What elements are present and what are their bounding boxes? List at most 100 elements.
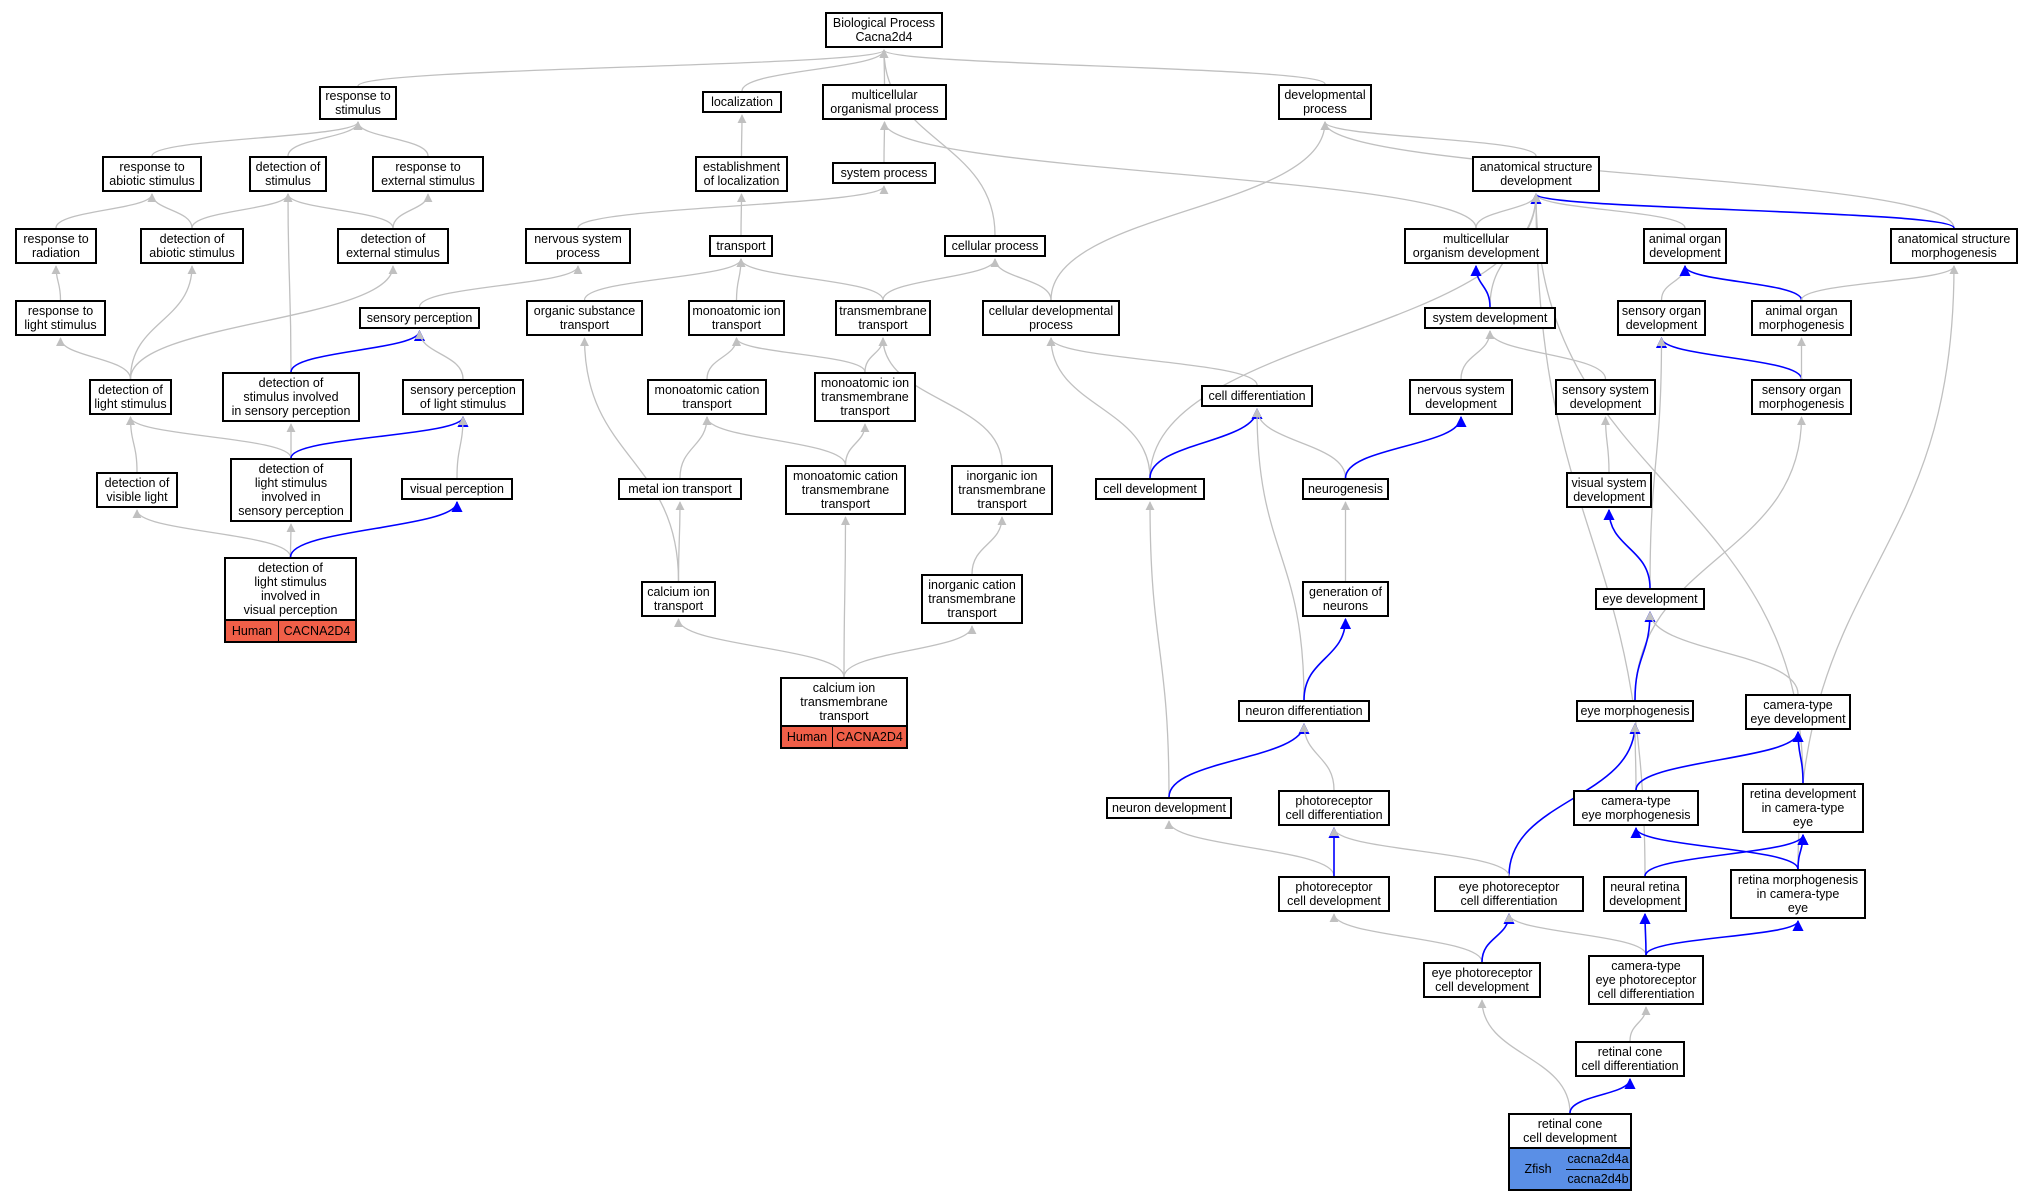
node-detection-of-stimulus-sensory-perception[interactable]: detection of stimulus involved in sensor… — [222, 372, 360, 422]
node-animal-organ-development[interactable]: animal organ development — [1643, 228, 1727, 264]
node-detection-of-visible-light[interactable]: detection of visible light — [96, 472, 178, 508]
node-detection-of-stimulus[interactable]: detection of stimulus — [249, 156, 327, 192]
node-detection-of-light-stimulus-sensory-perception[interactable]: detection of light stimulus involved in … — [230, 458, 352, 522]
node-developmental-process[interactable]: developmental process — [1278, 84, 1372, 120]
node-system-process[interactable]: system process — [832, 162, 936, 184]
node-photoreceptor-cell-development[interactable]: photoreceptor cell development — [1278, 876, 1390, 912]
edge-mod-to-mop — [880, 121, 1477, 229]
node-neuron-development[interactable]: neuron development — [1106, 797, 1232, 819]
gene-label[interactable]: CACNA2D4 — [832, 727, 906, 747]
node-detection-of-light-stimulus-visual-perception[interactable]: detection of light stimulus involved in … — [224, 557, 357, 621]
gene-table-calcium-ion-transmembrane-transport: Human CACNA2D4 — [780, 727, 908, 749]
node-anatomical-structure-morphogenesis[interactable]: anatomical structure morphogenesis — [1890, 228, 2018, 264]
node-neuron-differentiation[interactable]: neuron differentiation — [1238, 700, 1370, 722]
edge-pcd-to-neuron_diff — [1299, 723, 1335, 791]
edge-det_ext-to-resp_ext — [392, 193, 433, 229]
edge-ep_dev-to-epcd — [1481, 912, 1515, 963]
node-transmembrane-transport[interactable]: transmembrane transport — [835, 300, 931, 336]
node-camera-type-eye-development[interactable]: camera-type eye development — [1745, 694, 1851, 730]
node-sensory-organ-morphogenesis[interactable]: sensory organ morphogenesis — [1751, 379, 1852, 415]
gene-column: cacna2d4a cacna2d4b — [1566, 1149, 1630, 1189]
edge-rmcte-to-rdcte — [1797, 833, 1809, 870]
node-sensory-perception[interactable]: sensory perception — [359, 307, 480, 329]
node-visual-perception[interactable]: visual perception — [401, 478, 513, 500]
node-camera-type-eye-photoreceptor-cell-differentiation[interactable]: camera-type eye photoreceptor cell diffe… — [1588, 955, 1704, 1005]
node-transport[interactable]: transport — [709, 235, 773, 257]
node-detection-of-abiotic-stimulus[interactable]: detection of abiotic stimulus — [140, 228, 244, 264]
node-retina-development-in-camera-type-eye[interactable]: retina development in camera-type eye — [1742, 783, 1864, 833]
edge-mct-to-mit — [706, 337, 742, 380]
edge-calcium_it-to-metal_it — [675, 501, 685, 582]
node-eye-development[interactable]: eye development — [1595, 588, 1705, 610]
node-response-to-stimulus[interactable]: response to stimulus — [319, 86, 397, 120]
node-metal-ion-transport[interactable]: metal ion transport — [618, 478, 742, 500]
node-localization[interactable]: localization — [702, 91, 782, 113]
node-neurogenesis[interactable]: neurogenesis — [1302, 478, 1389, 500]
node-eye-photoreceptor-cell-differentiation[interactable]: eye photoreceptor cell differentiation — [1434, 876, 1584, 912]
gene-label[interactable]: cacna2d4b — [1566, 1168, 1630, 1189]
node-detection-of-light-stimulus[interactable]: detection of light stimulus — [89, 379, 172, 415]
node-calcium-ion-transmembrane-transport[interactable]: calcium ion transmembrane transport — [780, 677, 908, 727]
edge-det_abiotic-to-resp_abiotic — [147, 193, 193, 229]
edge-asm-to-dev_proc — [1320, 121, 1955, 229]
edge-rccd-to-ctepcd — [1629, 1006, 1651, 1042]
node-nervous-system-process[interactable]: nervous system process — [525, 228, 631, 264]
node-retinal-cone-cell-differentiation[interactable]: retinal cone cell differentiation — [1575, 1041, 1685, 1077]
node-biological-process[interactable]: Biological Process Cacna2d4 — [825, 12, 943, 48]
node-nervous-system-development[interactable]: nervous system development — [1409, 379, 1513, 415]
edge-rmcte-to-asm — [1797, 265, 1959, 870]
node-camera-type-eye-morphogenesis[interactable]: camera-type eye morphogenesis — [1573, 790, 1699, 826]
node-photoreceptor-cell-differentiation[interactable]: photoreceptor cell differentiation — [1278, 790, 1390, 826]
node-cell-development[interactable]: cell development — [1095, 478, 1205, 500]
edge-ctepcd-to-epcd — [1504, 913, 1647, 956]
node-generation-of-neurons[interactable]: generation of neurons — [1302, 581, 1389, 617]
node-organic-substance-transport[interactable]: organic substance transport — [526, 300, 643, 336]
species-label: Human — [226, 621, 278, 641]
node-visual-system-development[interactable]: visual system development — [1566, 472, 1652, 508]
node-response-to-abiotic-stimulus[interactable]: response to abiotic stimulus — [102, 156, 202, 192]
node-multicellular-organism-development[interactable]: multicellular organism development — [1404, 228, 1548, 264]
node-monoatomic-ion-transport[interactable]: monoatomic ion transport — [688, 300, 785, 336]
node-calcium-ion-transport[interactable]: calcium ion transport — [641, 581, 716, 617]
node-sensory-system-development[interactable]: sensory system development — [1555, 379, 1656, 415]
node-inorganic-ion-transmembrane-transport[interactable]: inorganic ion transmembrane transport — [951, 465, 1053, 515]
node-sensory-organ-development[interactable]: sensory organ development — [1617, 300, 1706, 336]
gene-label[interactable]: CACNA2D4 — [278, 621, 355, 641]
node-monoatomic-cation-transport[interactable]: monoatomic cation transport — [647, 379, 767, 415]
node-response-to-external-stimulus[interactable]: response to external stimulus — [372, 156, 484, 192]
node-cellular-process[interactable]: cellular process — [944, 235, 1046, 257]
node-multicellular-organismal-process[interactable]: multicellular organismal process — [822, 84, 947, 120]
node-response-to-radiation[interactable]: response to radiation — [15, 228, 97, 264]
node-inorganic-cation-transmembrane-transport[interactable]: inorganic cation transmembrane transport — [921, 574, 1023, 624]
edge-caitt-to-calcium_it — [673, 618, 845, 678]
node-monoatomic-ion-transmembrane-transport[interactable]: monoatomic ion transmembrane transport — [814, 372, 916, 422]
node-animal-organ-morphogenesis[interactable]: animal organ morphogenesis — [1751, 300, 1852, 336]
edge-epcd-to-eye_morph — [1508, 722, 1641, 877]
node-neural-retina-development[interactable]: neural retina development — [1603, 876, 1687, 912]
edge-neurogenesis-to-nsd — [1344, 415, 1467, 479]
edge-det_light-to-det_abiotic — [129, 265, 197, 380]
node-response-to-light-stimulus[interactable]: response to light stimulus — [15, 300, 106, 336]
edge-neuron_diff-to-gen_neurons — [1303, 617, 1352, 701]
node-eye-photoreceptor-cell-development[interactable]: eye photoreceptor cell development — [1423, 962, 1541, 998]
edge-sys_dev-to-mod — [1470, 264, 1491, 308]
node-sensory-perception-of-light-stimulus[interactable]: sensory perception of light stimulus — [402, 379, 524, 415]
edge-ctem-to-cted — [1635, 730, 1804, 791]
edge-neurogenesis-to-cell_diff — [1252, 408, 1347, 479]
edge-mitt-to-tmt — [864, 337, 888, 373]
node-retinal-cone-cell-development[interactable]: retinal cone cell development — [1508, 1113, 1632, 1149]
edge-ctem-to-eye_morph — [1630, 723, 1640, 791]
node-anatomical-structure-development[interactable]: anatomical structure development — [1472, 156, 1600, 192]
node-cellular-developmental-process[interactable]: cellular developmental process — [982, 300, 1120, 336]
node-system-development[interactable]: system development — [1424, 307, 1556, 329]
node-eye-morphogenesis[interactable]: eye morphogenesis — [1576, 700, 1694, 722]
node-cell-differentiation[interactable]: cell differentiation — [1201, 385, 1313, 407]
node-detection-of-external-stimulus[interactable]: detection of external stimulus — [337, 228, 449, 264]
node-monoatomic-cation-transmembrane-transport[interactable]: monoatomic cation transmembrane transpor… — [785, 465, 906, 515]
node-establishment-of-localization[interactable]: establishment of localization — [695, 156, 788, 192]
edge-cell_proc-to-bp — [879, 49, 996, 236]
edge-som-to-sod — [1655, 336, 1803, 380]
node-retina-morphogenesis-in-camera-type-eye[interactable]: retina morphogenesis in camera-type eye — [1730, 869, 1866, 919]
edge-resp_light-to-resp_rad — [51, 265, 62, 301]
gene-label[interactable]: cacna2d4a — [1566, 1149, 1630, 1169]
